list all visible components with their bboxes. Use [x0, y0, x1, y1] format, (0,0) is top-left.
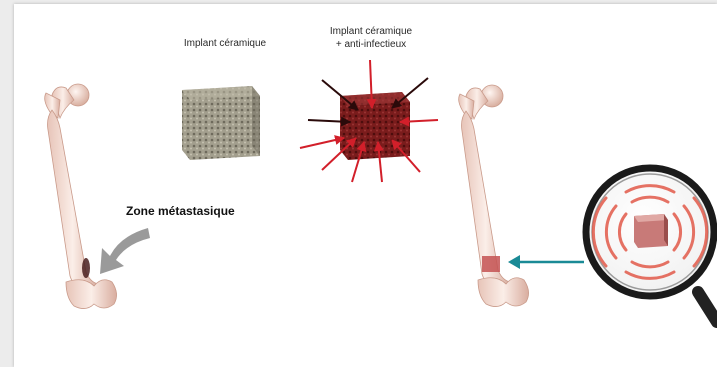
metastasis-spot	[82, 258, 90, 278]
ceramic-anti-label-line1: Implant céramique	[316, 26, 426, 38]
magnifying-glass-icon	[586, 168, 717, 322]
ceramic-cube-icon	[182, 86, 260, 160]
metastatic-zone-label: Zone métastasique	[126, 205, 235, 217]
implant-band	[482, 256, 500, 272]
ceramic-anti-label-line2: + anti-infectieux	[316, 39, 426, 51]
left-femur-icon	[45, 84, 117, 309]
ceramic-implant-label: Implant céramique	[170, 38, 280, 50]
right-femur-icon	[459, 85, 529, 307]
metastasis-pointer-arrow	[100, 228, 150, 274]
teal-pointer-arrow	[508, 255, 584, 269]
